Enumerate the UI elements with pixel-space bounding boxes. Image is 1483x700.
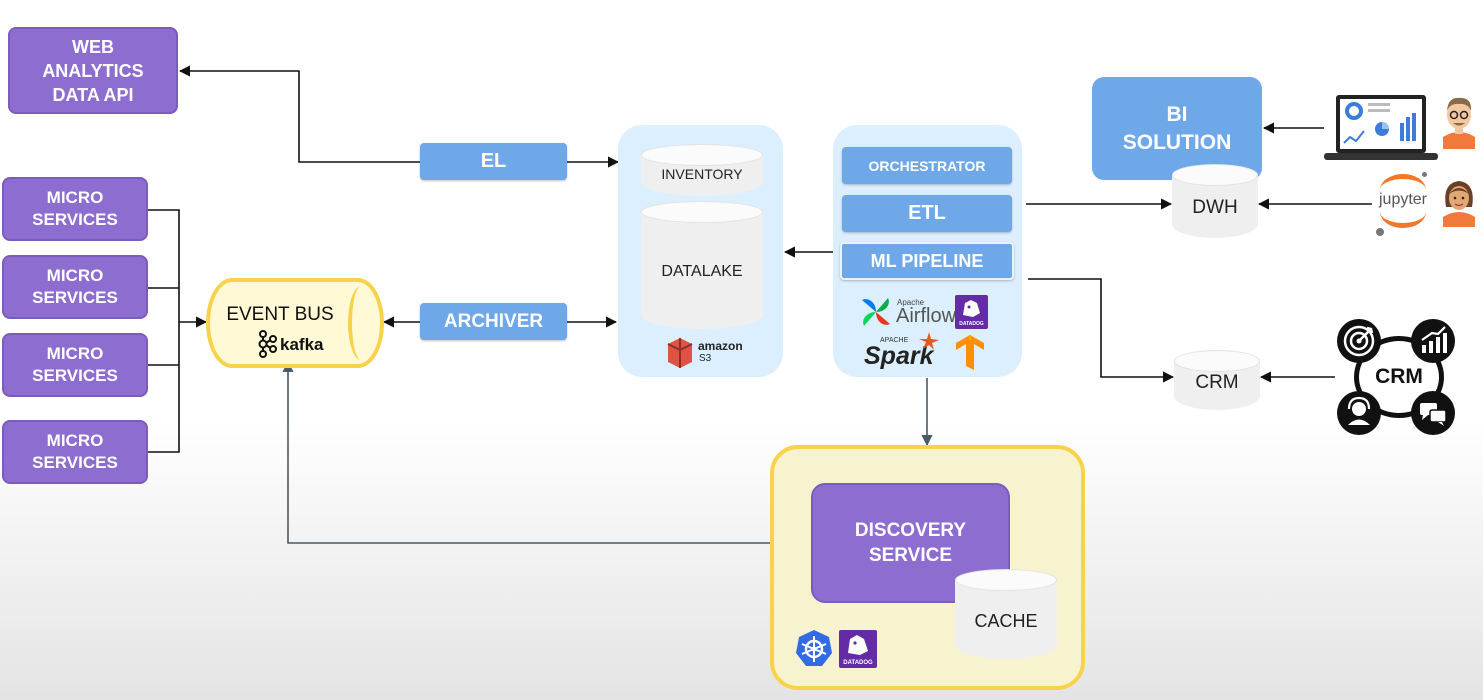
inventory-label: INVENTORY <box>661 166 743 182</box>
growth-chart-icon <box>1411 319 1455 363</box>
micro-services-box-1: MICRO SERVICES <box>2 177 148 241</box>
micro-services-line2: SERVICES <box>32 210 118 229</box>
web-api-line1: WEB <box>72 36 114 57</box>
datadog-label: DATADOG <box>843 660 873 666</box>
event-bus: EVENT BUS kafka <box>206 278 384 368</box>
discovery-line2: SERVICE <box>868 545 953 566</box>
micro-services-box-2: MICRO SERVICES <box>2 255 148 319</box>
discovery-line1: DISCOVERY <box>854 520 967 541</box>
etl-label: ETL <box>908 202 946 224</box>
discovery-service-box: DISCOVERY SERVICE <box>811 483 1010 603</box>
support-agent-icon <box>1337 391 1381 435</box>
ml-pipeline-box: ML PIPELINE <box>840 242 1014 280</box>
datalake-label: DATALAKE <box>661 263 743 280</box>
airflow-label: Airflow <box>896 305 957 327</box>
inventory-cylinder: INVENTORY <box>641 144 763 196</box>
web-api-line2: ANALYTICS <box>42 60 144 81</box>
kubernetes-icon <box>796 630 832 666</box>
amazon-s3-icon <box>667 338 693 368</box>
airflow-small-label: Apache <box>897 298 925 307</box>
datadog-label: DATADOG <box>959 321 984 327</box>
cache-cylinder: CACHE <box>955 569 1057 659</box>
micro-services-line2: SERVICES <box>32 288 118 307</box>
kafka-label: kafka <box>280 335 324 354</box>
analyst-avatar-icon <box>1443 97 1475 149</box>
jupyter-label: jupyter <box>1378 191 1428 208</box>
web-api-line3: DATA API <box>52 84 134 105</box>
web-analytics-data-api-box: WEB ANALYTICS DATA API <box>8 27 178 114</box>
bi-solution-box: BI SOLUTION <box>1092 77 1262 180</box>
spark-icon <box>919 332 939 350</box>
micro-services-line1: MICRO <box>46 188 104 207</box>
orchestrator-label: ORCHESTRATOR <box>868 157 986 174</box>
amazon-label: amazon <box>698 339 743 353</box>
laptop-dashboard-icon <box>1324 95 1438 160</box>
crm-db-label: CRM <box>1195 372 1239 393</box>
etl-box: ETL <box>842 195 1012 232</box>
archiver-label: ARCHIVER <box>443 310 544 332</box>
micro-services-line1: MICRO <box>46 344 104 363</box>
event-bus-label: EVENT BUS <box>226 304 334 325</box>
ml-pipeline-label: ML PIPELINE <box>870 250 984 271</box>
micro-services-bracket <box>148 209 180 453</box>
micro-services-box-4: MICRO SERVICES <box>2 420 148 484</box>
data-scientist-avatar-icon <box>1443 181 1475 227</box>
el-label: EL <box>480 150 507 172</box>
micro-services-box-3: MICRO SERVICES <box>2 333 148 397</box>
spark-small-label: APACHE <box>880 337 909 344</box>
airflow-icon <box>862 298 890 326</box>
archiver-box: ARCHIVER <box>420 303 567 340</box>
micro-services-line1: MICRO <box>46 266 104 285</box>
bi-line1: BI <box>1166 103 1188 126</box>
orchestrator-box: ORCHESTRATOR <box>842 147 1012 184</box>
crm-cylinder: CRM <box>1174 350 1260 410</box>
micro-services-line2: SERVICES <box>32 453 118 472</box>
tensorflow-icon <box>956 335 984 370</box>
s3-label: S3 <box>699 353 712 364</box>
dwh-label: DWH <box>1192 197 1238 218</box>
ml-to-crm-arrow <box>1028 278 1175 383</box>
dwh-cylinder: DWH <box>1172 164 1258 238</box>
chat-bubbles-icon <box>1411 391 1455 435</box>
bi-line2: SOLUTION <box>1122 131 1232 154</box>
datadog-icon: DATADOG <box>839 630 877 668</box>
micro-services-line2: SERVICES <box>32 366 118 385</box>
crm-icon-cluster: CRM <box>1336 318 1462 436</box>
spark-label: Spark <box>864 342 934 370</box>
el-box: EL <box>420 143 567 180</box>
crm-icon-label: CRM <box>1375 365 1423 388</box>
cache-label: CACHE <box>974 611 1038 631</box>
jupyter-icon: jupyter <box>1372 172 1434 238</box>
micro-services-line1: MICRO <box>46 431 104 450</box>
discovery-to-bus-arrow <box>282 360 810 544</box>
el-to-web-api-arrow <box>178 65 420 163</box>
target-icon <box>1337 319 1381 363</box>
kafka-icon <box>258 330 277 358</box>
datalake-cylinder: DATALAKE <box>641 201 763 329</box>
datadog-icon: DATADOG <box>955 295 988 329</box>
